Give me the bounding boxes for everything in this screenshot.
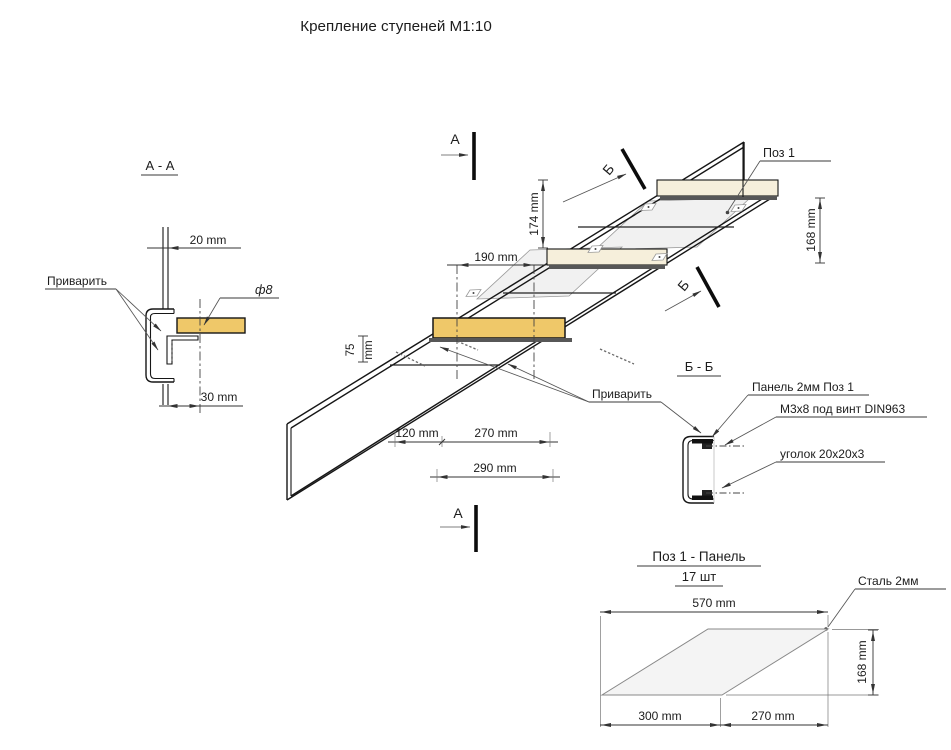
detail-title: Поз 1 - Панель: [652, 549, 745, 564]
section-aa-title: А - А: [146, 158, 175, 173]
marker-a-top-letter: А: [450, 131, 460, 147]
step-panel-aa: [176, 317, 246, 334]
steps: [429, 143, 779, 342]
marker-b-bottom-letter: Б: [674, 277, 692, 294]
dim-120mm-text: 120 mm: [395, 426, 438, 440]
dim-75mm-unit: mm: [363, 340, 375, 359]
dim-290mm: 290 mm: [430, 461, 560, 482]
detail-extensions: [600, 615, 879, 727]
dim-75mm-value: 75: [345, 344, 357, 357]
welded-angle-aa: [166, 335, 199, 365]
drawing-title: Крепление ступеней М1:10: [300, 18, 492, 35]
dim-290mm-text: 290 mm: [473, 461, 516, 475]
section-marker-a-bottom: А: [440, 505, 478, 552]
wall-lines: [162, 227, 169, 405]
dim-120-270mm: 120 mm 270 mm: [388, 426, 558, 447]
panel-pos1-upper: [593, 197, 752, 251]
dim-168mm-detail: 168 mm: [855, 629, 878, 696]
weld-label-aa: Приварить: [45, 274, 162, 351]
dim-168mm-main: 168 mm: [804, 197, 825, 264]
cut-line-b-bottom: [695, 266, 721, 308]
marker-b-top-letter: Б: [599, 161, 617, 178]
material-label-text: Сталь 2мм: [858, 574, 918, 588]
pos1-label: Поз 1: [725, 146, 831, 215]
dim-30mm-text: 30 mm: [201, 390, 238, 404]
marker-a-bottom-letter: А: [453, 505, 463, 521]
dim-174mm-text: 174 mm: [527, 192, 541, 235]
corner-plates: [465, 203, 747, 297]
panel-edge-bottom: [692, 495, 713, 500]
dim-75mm: 75 mm: [345, 335, 375, 363]
dim-570mm: 570 mm: [600, 596, 828, 614]
dim-168mm-detail-text: 168 mm: [855, 640, 869, 683]
dim-570mm-text: 570 mm: [692, 596, 735, 610]
hole-label-aa: ф8: [203, 283, 279, 326]
detail-pos1: Поз 1 - Панель 17 шт Сталь 2мм 570 m: [600, 549, 946, 727]
dim-270mm-detail-text: 270 mm: [751, 709, 794, 723]
dim-300-270mm: 300 mm 270 mm: [600, 709, 828, 727]
weld-label-main-text: Приварить: [592, 387, 652, 401]
pos1-leader-dot: [725, 210, 730, 215]
dim-190mm: 190 mm: [447, 250, 546, 267]
pos1-label-text: Поз 1: [763, 146, 795, 160]
panel-shape: [600, 628, 830, 696]
weld-label-main: Приварить: [439, 346, 702, 434]
panel-edge-top: [692, 439, 713, 444]
section-bb-title: Б - Б: [685, 359, 714, 374]
panel-label-bb-text: Панель 2мм Поз 1: [752, 380, 854, 394]
screw-label-bb: М3х8 под винт DIN963: [724, 402, 927, 446]
channel-profile-aa: [145, 308, 175, 383]
dim-174mm: 174 mm: [527, 179, 548, 249]
dim-300mm-text: 300 mm: [638, 709, 681, 723]
channel-profile-bb: [682, 435, 744, 504]
section-marker-b-top: Б: [562, 148, 647, 203]
angle-label-bb-text: уголок 20х20х3: [780, 447, 865, 461]
step-yellow: [432, 317, 566, 339]
dim-30mm: 30 mm: [159, 390, 243, 408]
material-label: Сталь 2мм: [824, 574, 946, 631]
weld-label-aa-text: Приварить: [47, 274, 107, 288]
detail-qty: 17 шт: [682, 569, 717, 584]
dim-20mm: 20 mm: [147, 233, 241, 250]
dim-20mm-text: 20 mm: [190, 233, 227, 247]
hole-label-text: ф8: [255, 283, 272, 297]
angle-label-bb: уголок 20х20х3: [721, 447, 885, 489]
cut-line-b-top: [620, 148, 647, 190]
dim-190mm-text: 190 mm: [474, 250, 517, 264]
dim-270mm-text: 270 mm: [474, 426, 517, 440]
dim-168mm-main-text: 168 mm: [804, 208, 818, 251]
step-top: [656, 179, 779, 197]
main-view: 190 mm 174 mm 75 mm 120: [286, 131, 831, 552]
section-marker-b-bottom: Б: [664, 266, 721, 312]
section-marker-a-top: А: [441, 131, 476, 180]
section-aa: А - А 20 mm: [45, 158, 279, 413]
section-bb: Б - Б Панель 2мм Поз 1 М3х8 под винт DIN…: [677, 359, 927, 504]
panel-label-bb: Панель 2мм Поз 1: [711, 380, 869, 438]
step-mid: [546, 248, 668, 266]
step-supports: [390, 226, 734, 366]
screw-label-bb-text: М3х8 под винт DIN963: [780, 402, 905, 416]
